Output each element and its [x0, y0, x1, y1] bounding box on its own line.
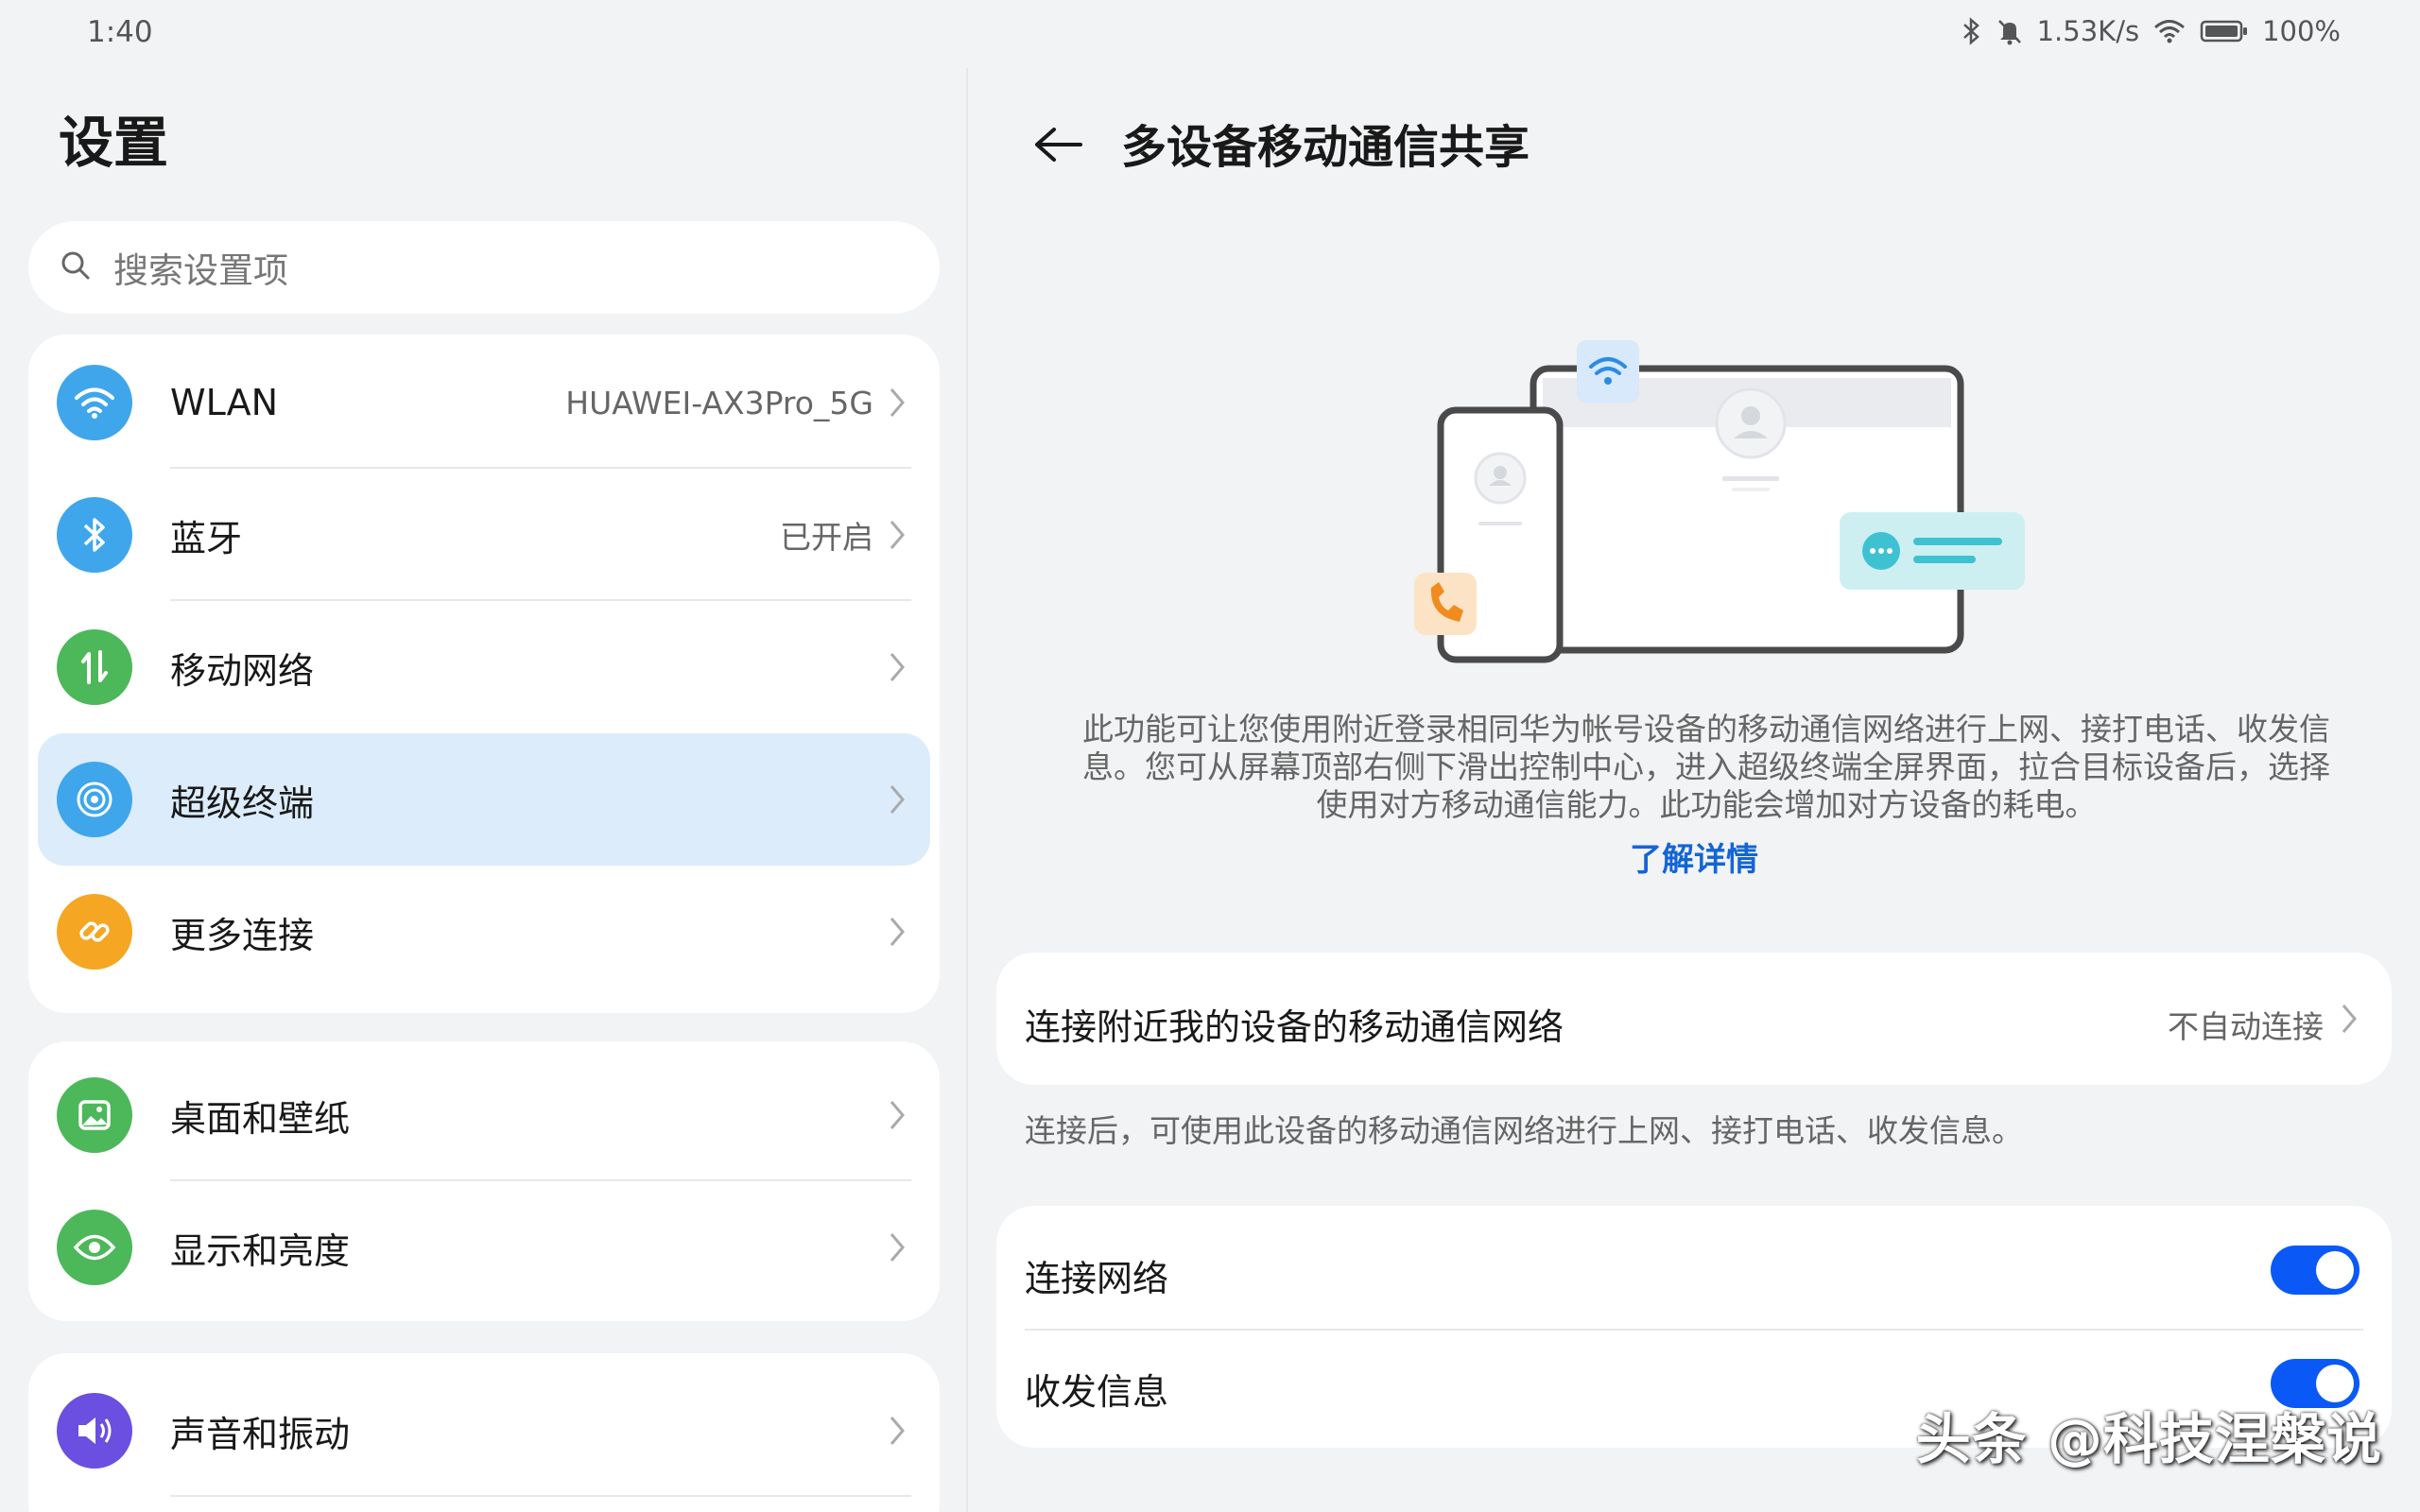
messaging-toggle[interactable]: [2271, 1359, 2360, 1408]
settings-group-sound: 声音和振动: [28, 1353, 940, 1512]
connect-hint: 连接后，可使用此设备的移动通信网络进行上网、接打电话、收发信息。: [1025, 1112, 2023, 1149]
search-placeholder: 搜索设置项: [113, 250, 288, 291]
chevron-right-icon: [890, 918, 905, 946]
sidebar-item-sound-vibration[interactable]: 声音和振动: [28, 1365, 940, 1497]
sidebar-item-label: 超级终端: [170, 782, 315, 824]
connect-network-label: 连接网络: [1025, 1258, 1169, 1299]
sidebar-item-wlan[interactable]: WLAN HUAWEI-AX3Pro_5G: [28, 336, 940, 469]
sidebar-item-label: 桌面和壁纸: [170, 1097, 351, 1140]
bluetooth-icon: [57, 497, 132, 573]
network-speed: 1.53K/s: [2036, 15, 2140, 47]
row-divider: [170, 1495, 911, 1497]
sidebar-item-value: HUAWEI-AX3Pro_5G: [565, 384, 873, 421]
link-icon: [57, 894, 132, 970]
chevron-right-icon: [890, 1101, 905, 1129]
battery-icon: [2200, 18, 2249, 44]
sidebar-item-label: 显示和亮度: [170, 1229, 351, 1272]
status-icons: 1.53K/s 100%: [1962, 15, 2341, 47]
sidebar-item-super-device[interactable]: 超级终端: [38, 733, 930, 866]
chevron-right-icon: [2342, 1005, 2357, 1033]
chevron-right-icon: [890, 653, 905, 681]
learn-more-link[interactable]: 了解详情: [1630, 841, 1758, 879]
toggle-group: 连接网络 收发信息: [996, 1206, 2392, 1448]
row-divider: [1025, 1329, 2363, 1331]
wallpaper-icon: [57, 1077, 132, 1153]
sidebar-item-label: 蓝牙: [170, 517, 243, 559]
sidebar-item-mobile-network[interactable]: 移动网络: [28, 601, 940, 733]
sidebar-item-wallpaper[interactable]: 桌面和壁纸: [28, 1049, 940, 1181]
eye-icon: [57, 1210, 132, 1285]
chevron-right-icon: [890, 521, 905, 549]
chevron-right-icon: [890, 1417, 905, 1445]
settings-sidebar: 设置 搜索设置项 WLAN HUAWEI-AX3Pro_5G 蓝牙 已开启: [0, 68, 966, 1512]
bluetooth-icon: [1962, 17, 1982, 45]
sidebar-item-value: 已开启: [780, 519, 873, 556]
device-sharing-illustration: [1414, 340, 2025, 663]
connect-nearby-row[interactable]: 连接附近我的设备的移动通信网络 不自动连接: [996, 953, 2392, 1085]
settings-title: 设置: [59, 111, 169, 175]
messaging-label: 收发信息: [1025, 1371, 1169, 1413]
chevron-right-icon: [890, 1233, 905, 1262]
sidebar-item-label: 更多连接: [170, 914, 315, 956]
wifi-icon: [2152, 17, 2187, 45]
chevron-right-icon: [890, 785, 905, 814]
super-device-icon: [57, 762, 132, 837]
search-input[interactable]: 搜索设置项: [28, 221, 940, 314]
connect-nearby-value: 不自动连接: [2168, 1008, 2324, 1045]
sidebar-item-more-connections[interactable]: 更多连接: [28, 866, 940, 998]
sidebar-item-label: 声音和振动: [170, 1413, 351, 1455]
sidebar-item-bluetooth[interactable]: 蓝牙 已开启: [28, 469, 940, 601]
back-button[interactable]: [1025, 112, 1091, 178]
wifi-icon: [57, 365, 132, 440]
sidebar-item-label: 移动网络: [170, 649, 315, 692]
status-time: 1:40: [87, 15, 153, 49]
status-bar: 1:40 1.53K/s 100%: [0, 0, 2420, 68]
detail-pane: 多设备移动通信共享 此功能可让您使用附近登录相同华为帐号设备的移动通信网络进行上…: [968, 68, 2420, 1512]
row-divider: [170, 1179, 911, 1181]
feature-description: 此功能可让您使用附近登录相同华为帐号设备的移动通信网络进行上网、接打电话、收发信…: [1021, 711, 2392, 824]
battery-level: 100%: [2262, 15, 2341, 47]
page-title: 多设备移动通信共享: [1121, 121, 1530, 174]
row-divider: [170, 467, 911, 469]
mobile-data-icon: [57, 629, 132, 705]
settings-group-connectivity: WLAN HUAWEI-AX3Pro_5G 蓝牙 已开启 移动网络 超级: [28, 335, 940, 1013]
settings-group-display: 桌面和壁纸 显示和亮度: [28, 1041, 940, 1321]
sidebar-item-label: WLAN: [170, 382, 279, 423]
connect-nearby-label: 连接附近我的设备的移动通信网络: [1025, 1006, 1564, 1048]
row-divider: [170, 599, 911, 601]
arrow-left-icon: [1035, 128, 1082, 162]
description-line: 息。您可从屏幕顶部右侧下滑出控制中心，进入超级终端全屏界面，拉合目标设备后，选择: [1082, 748, 2330, 785]
chevron-right-icon: [890, 388, 905, 417]
description-line: 使用对方移动通信能力。此功能会增加对方设备的耗电。: [1316, 786, 2097, 823]
watermark: 头条 @科技涅槃说: [1915, 1407, 2382, 1471]
pane-divider: [966, 68, 968, 1512]
description-line: 此功能可让您使用附近登录相同华为帐号设备的移动通信网络进行上网、接打电话、收发信: [1082, 711, 2330, 747]
sound-icon: [57, 1393, 132, 1469]
connect-network-toggle[interactable]: [2271, 1246, 2360, 1295]
search-icon: [59, 249, 113, 286]
sidebar-item-display-brightness[interactable]: 显示和亮度: [28, 1181, 940, 1314]
mute-icon: [1996, 17, 2024, 45]
